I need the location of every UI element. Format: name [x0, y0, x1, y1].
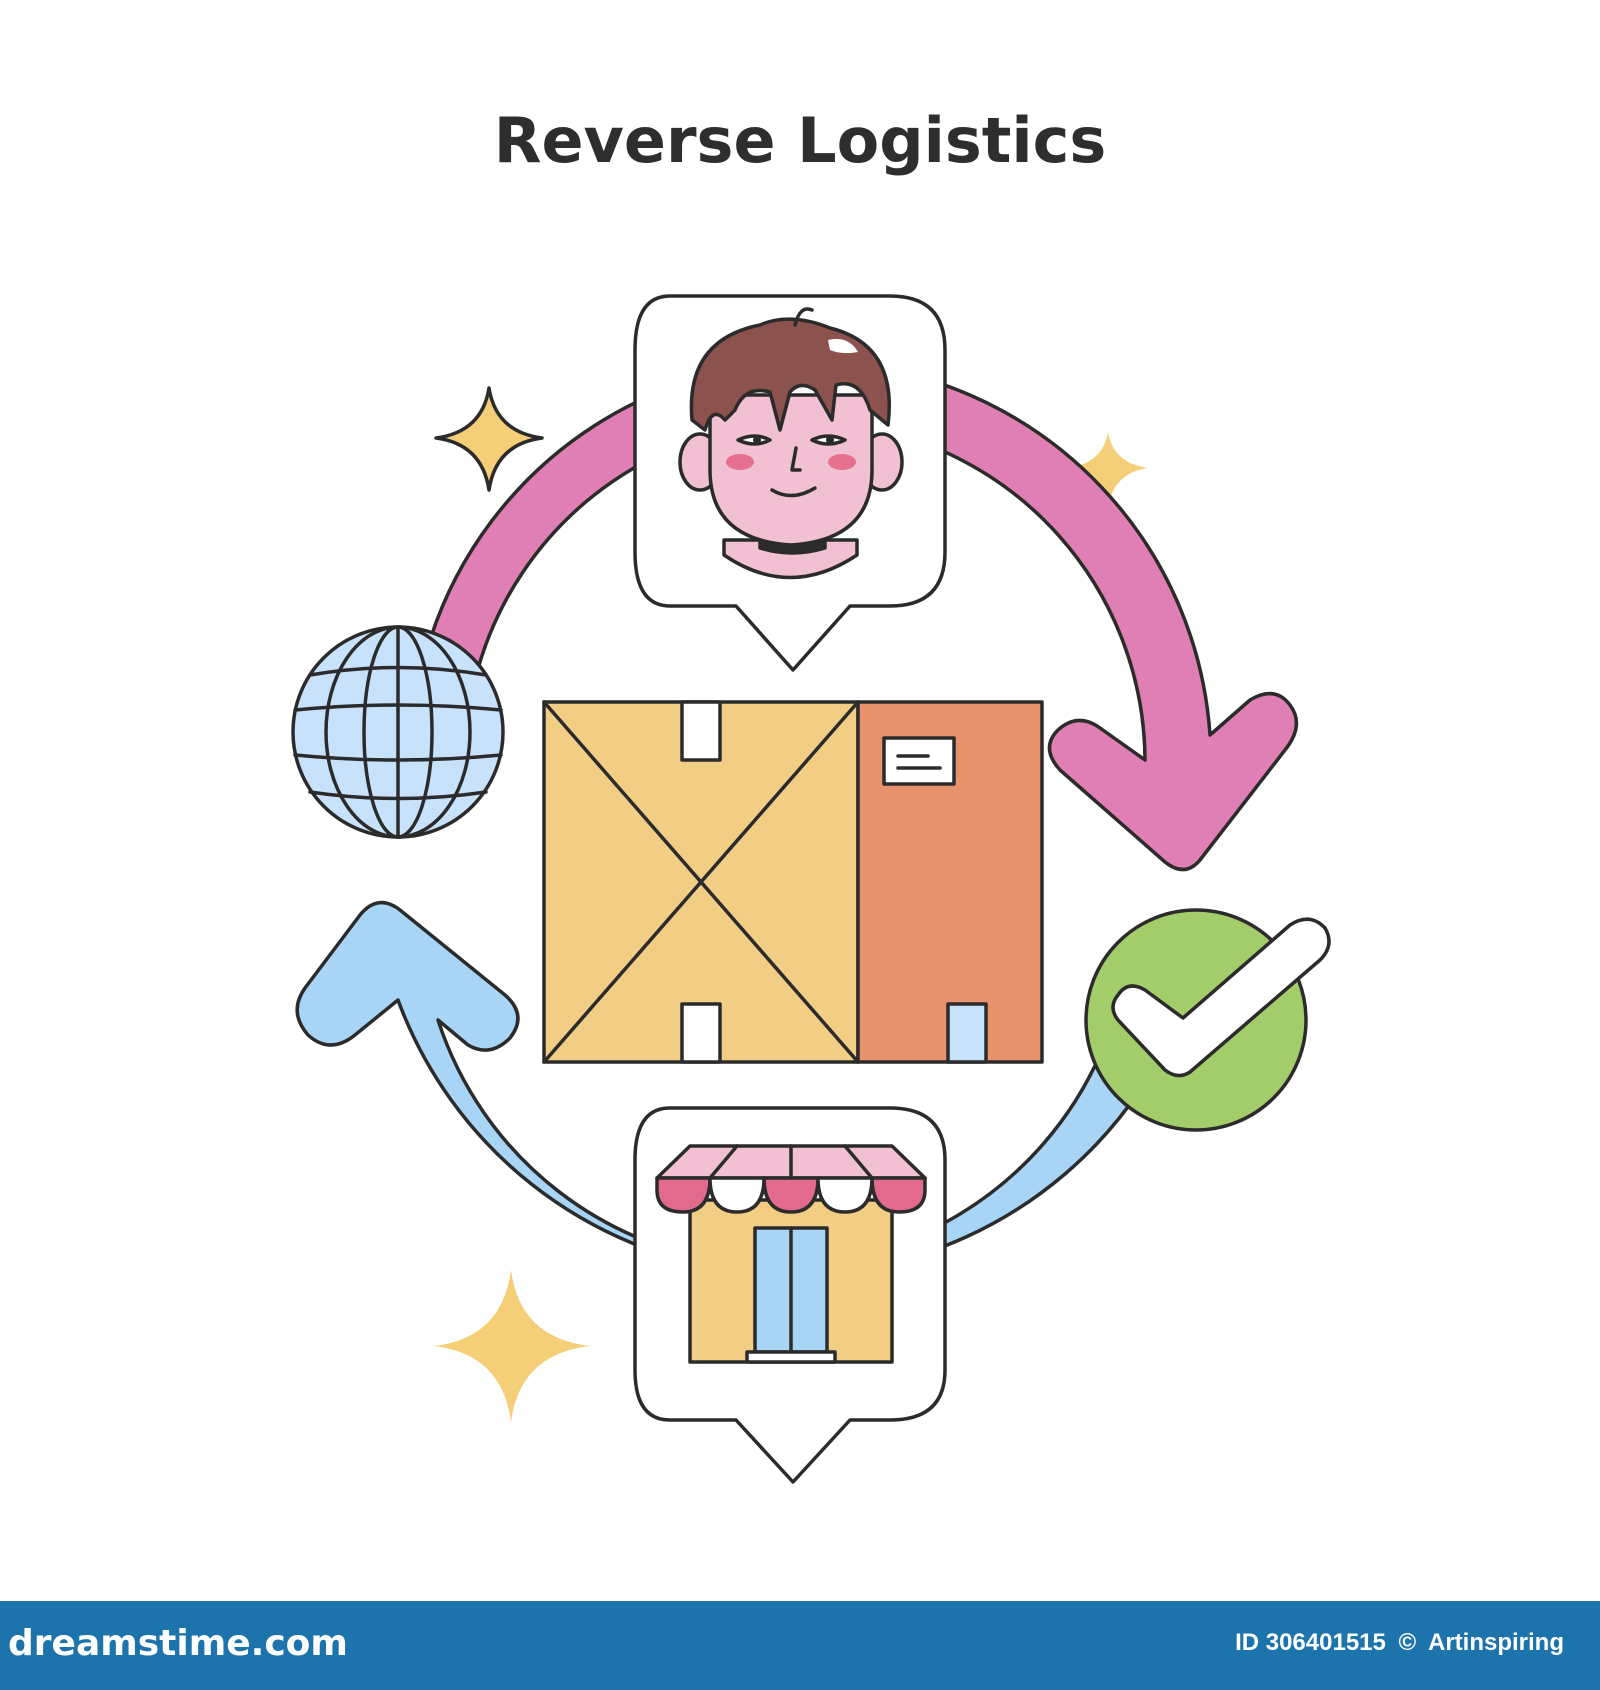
- page-title: Reverse Logistics: [493, 104, 1107, 177]
- copyright-icon: ©: [1398, 1629, 1417, 1656]
- image-id: ID 306401515: [1235, 1629, 1386, 1656]
- author-name[interactable]: Artinspiring: [1428, 1629, 1564, 1656]
- storefront-icon: [655, 1144, 927, 1364]
- person-avatar-icon: [678, 307, 904, 580]
- sparkle-icon: [1068, 432, 1148, 508]
- reverse-logistics-illustration: .ol { stroke: #2b2b2b; stroke-width: 3.5…: [291, 294, 1331, 1484]
- globe-icon: [291, 625, 505, 839]
- footer-bar: dreamstime.com ID 306401515 © Artinspiri…: [0, 1601, 1600, 1690]
- sparkle-icon: [434, 1270, 590, 1422]
- footer-credit: ID 306401515 © Artinspiring: [1235, 1629, 1570, 1657]
- person-avatar-bubble: [633, 294, 947, 672]
- store-bubble: [633, 1106, 947, 1484]
- sparkle-icon: [434, 386, 544, 492]
- package-box-icon: [542, 700, 1044, 1064]
- check-circle-icon: [1084, 908, 1331, 1132]
- footer-brand[interactable]: dreamstime.com: [8, 1623, 348, 1664]
